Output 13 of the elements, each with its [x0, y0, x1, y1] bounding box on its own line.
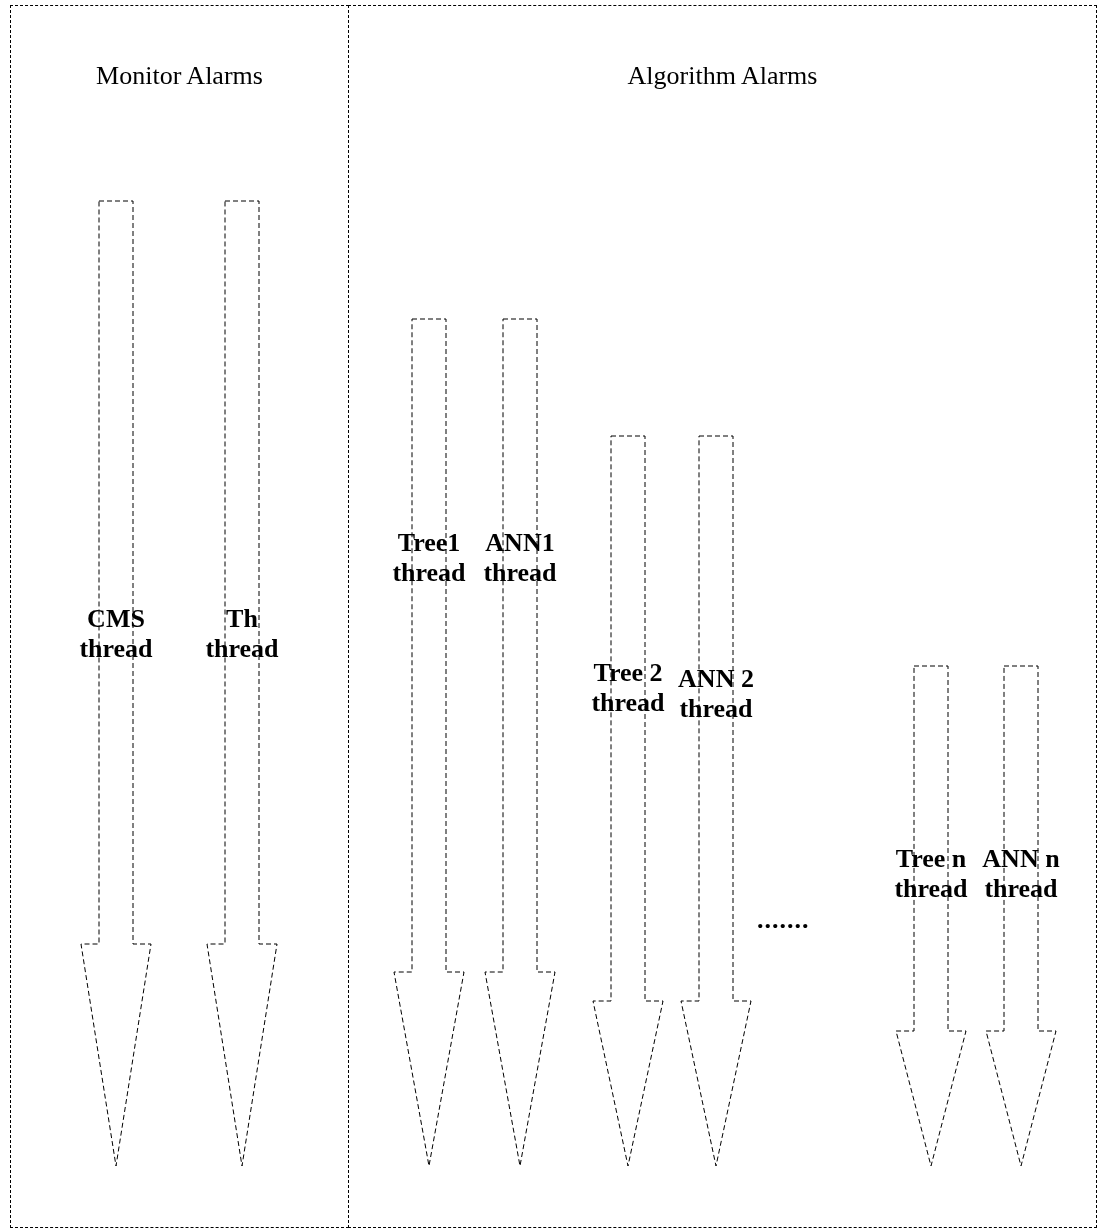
thread-label: ANN n thread [981, 844, 1061, 904]
panel [10, 5, 349, 1228]
thread-label: CMS thread [78, 604, 154, 664]
panel-title: Algorithm Alarms [626, 61, 819, 91]
ellipsis-label: ....... [757, 905, 810, 935]
thread-label: ANN1 thread [482, 528, 558, 588]
thread-label: Th thread [204, 604, 280, 664]
thread-label: Tree n thread [893, 844, 969, 904]
thread-label: ANN 2 thread [677, 664, 755, 724]
thread-label: Tree1 thread [391, 528, 467, 588]
thread-label: Tree 2 thread [590, 658, 666, 718]
panel [348, 5, 1097, 1228]
panel-title: Monitor Alarms [95, 61, 264, 91]
